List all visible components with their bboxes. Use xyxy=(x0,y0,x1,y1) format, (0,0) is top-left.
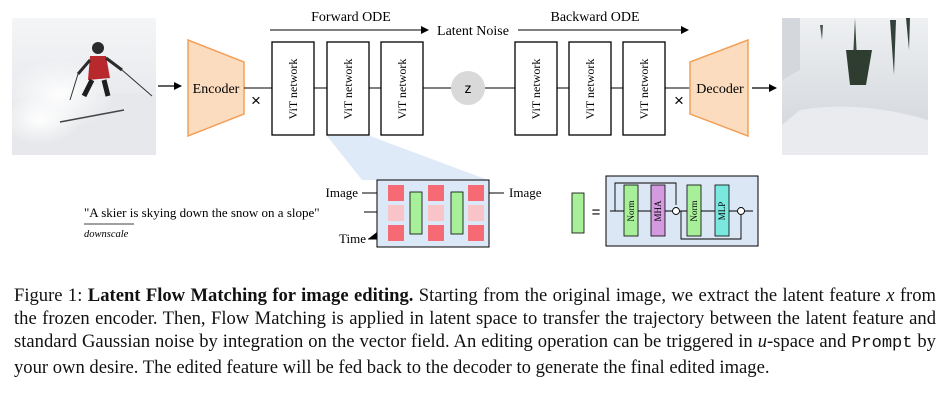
svg-text:ViT network: ViT network xyxy=(395,59,409,120)
backward-ode-label: Backward ODE xyxy=(550,10,639,25)
input-photo xyxy=(0,18,156,155)
output-photo xyxy=(782,18,928,155)
transformer-block-panel: Norm MHA Norm MLP xyxy=(605,175,759,247)
encoder-block xyxy=(187,38,245,138)
encoder-label: Encoder xyxy=(193,82,240,97)
green-block-legend xyxy=(571,192,585,234)
latent-z-node xyxy=(451,71,485,105)
svg-text:ViT network: ViT network xyxy=(286,59,300,120)
equals-symbol: = xyxy=(592,204,601,221)
prompt-code: Prompt xyxy=(851,334,913,354)
time-label: Time xyxy=(339,231,366,246)
svg-text:ViT network: ViT network xyxy=(529,59,543,120)
norm-label-2: Norm xyxy=(689,201,699,222)
image-output-label: Image xyxy=(509,185,542,200)
vit-block: ViT network xyxy=(568,41,612,136)
decoder-block xyxy=(689,38,749,138)
downscale-label: downscale xyxy=(84,229,129,240)
forward-ode-label: Forward ODE xyxy=(311,10,391,25)
times-symbol-left: × xyxy=(251,91,261,110)
svg-text:ViT network: ViT network xyxy=(637,59,651,120)
figure-caption: Figure 1: Latent Flow Matching for image… xyxy=(14,285,936,378)
svg-text:ViT network: ViT network xyxy=(341,59,355,120)
vit-block: ViT network xyxy=(622,41,666,136)
caption-title: Latent Flow Matching for image editing. xyxy=(87,285,414,306)
token-grid xyxy=(388,185,484,241)
figure-diagram: Encoder × Forward ODE Latent Noise Backw… xyxy=(0,10,928,248)
image-input-label: Image xyxy=(326,185,359,200)
figure-number: Figure 1: xyxy=(14,285,83,306)
svg-text:ViT network: ViT network xyxy=(583,59,597,120)
z-label: z xyxy=(465,80,472,96)
vit-block: ViT network xyxy=(326,41,370,136)
mha-label: MHA xyxy=(653,200,663,222)
zoom-highlight xyxy=(327,136,488,180)
times-symbol-right: × xyxy=(674,91,684,110)
norm-label: Norm xyxy=(626,201,636,222)
mlp-label: MLP xyxy=(717,202,727,221)
decoder-label: Decoder xyxy=(696,82,744,97)
latent-noise-label: Latent Noise xyxy=(437,24,509,39)
vit-block: ViT network xyxy=(514,41,558,136)
vit-block: ViT network xyxy=(271,41,315,136)
prompt-text: "A skier is skying down the snow on a sl… xyxy=(84,205,320,220)
vit-block: ViT network xyxy=(380,41,424,136)
